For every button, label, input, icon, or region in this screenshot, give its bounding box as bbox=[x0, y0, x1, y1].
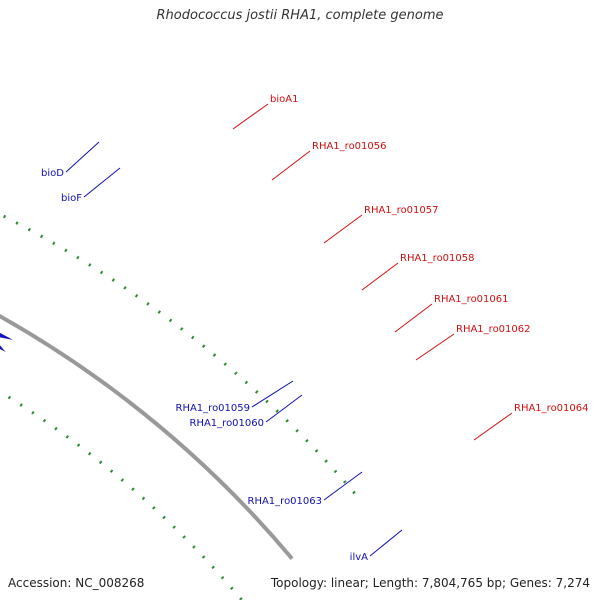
gene-label-RHA1_ro01063[interactable]: RHA1_ro01063 bbox=[248, 496, 323, 507]
topology-summary: Topology: linear; Length: 7,804,765 bp; … bbox=[270, 576, 590, 590]
gene-label-RHA1_ro01064[interactable]: RHA1_ro01064 bbox=[514, 403, 589, 414]
genome-backbone bbox=[0, 314, 294, 560]
tick-dot-rings bbox=[0, 212, 363, 600]
leader-line-RHA1_ro01064 bbox=[473, 412, 513, 441]
leader-line-RHA1_ro01056 bbox=[271, 150, 311, 181]
gene-label-bioA1[interactable]: bioA1 bbox=[270, 94, 298, 105]
map-title: Rhodococcus jostii RHA1, complete genome bbox=[156, 8, 444, 23]
gene-label-RHA1_ro01058[interactable]: RHA1_ro01058 bbox=[400, 253, 475, 264]
inner-dotted-ring bbox=[0, 390, 244, 600]
leader-line-bioF bbox=[83, 167, 121, 198]
gene-arrow-blue-bottom[interactable] bbox=[0, 314, 13, 352]
leader-line-bioD bbox=[65, 141, 100, 173]
gene-label-RHA1_ro01060[interactable]: RHA1_ro01060 bbox=[190, 418, 265, 429]
leader-line-RHA1_ro01058 bbox=[361, 262, 399, 291]
leader-line-RHA1_ro01063 bbox=[323, 471, 363, 501]
gene-label-bioF[interactable]: bioF bbox=[61, 193, 82, 204]
gene-label-RHA1_ro01062[interactable]: RHA1_ro01062 bbox=[456, 324, 531, 335]
gene-label-RHA1_ro01057[interactable]: RHA1_ro01057 bbox=[364, 205, 439, 216]
gene-label-ilvA[interactable]: ilvA bbox=[350, 552, 368, 563]
gene-label-RHA1_ro01059[interactable]: RHA1_ro01059 bbox=[176, 403, 251, 414]
leader-line-RHA1_ro01057 bbox=[323, 214, 363, 244]
leader-line-RHA1_ro01062 bbox=[415, 333, 455, 361]
leader-line-RHA1_ro01061 bbox=[394, 303, 433, 333]
accession-text: Accession: NC_008268 bbox=[8, 576, 145, 590]
leader-line-RHA1_ro01059 bbox=[251, 380, 294, 408]
leader-line-ilvA bbox=[369, 529, 403, 557]
outer-dotted-ring bbox=[0, 212, 363, 502]
gene-label-RHA1_ro01056[interactable]: RHA1_ro01056 bbox=[312, 141, 387, 152]
gene-label-RHA1_ro01061[interactable]: RHA1_ro01061 bbox=[434, 294, 509, 305]
gene-label-bioD[interactable]: bioD bbox=[41, 168, 64, 179]
leader-line-RHA1_ro01060 bbox=[265, 394, 303, 423]
leader-line-bioA1 bbox=[232, 103, 269, 130]
gene-features bbox=[0, 314, 13, 352]
label-leader-lines: bioA1RHA1_ro01056RHA1_ro01057RHA1_ro0105… bbox=[41, 94, 588, 563]
